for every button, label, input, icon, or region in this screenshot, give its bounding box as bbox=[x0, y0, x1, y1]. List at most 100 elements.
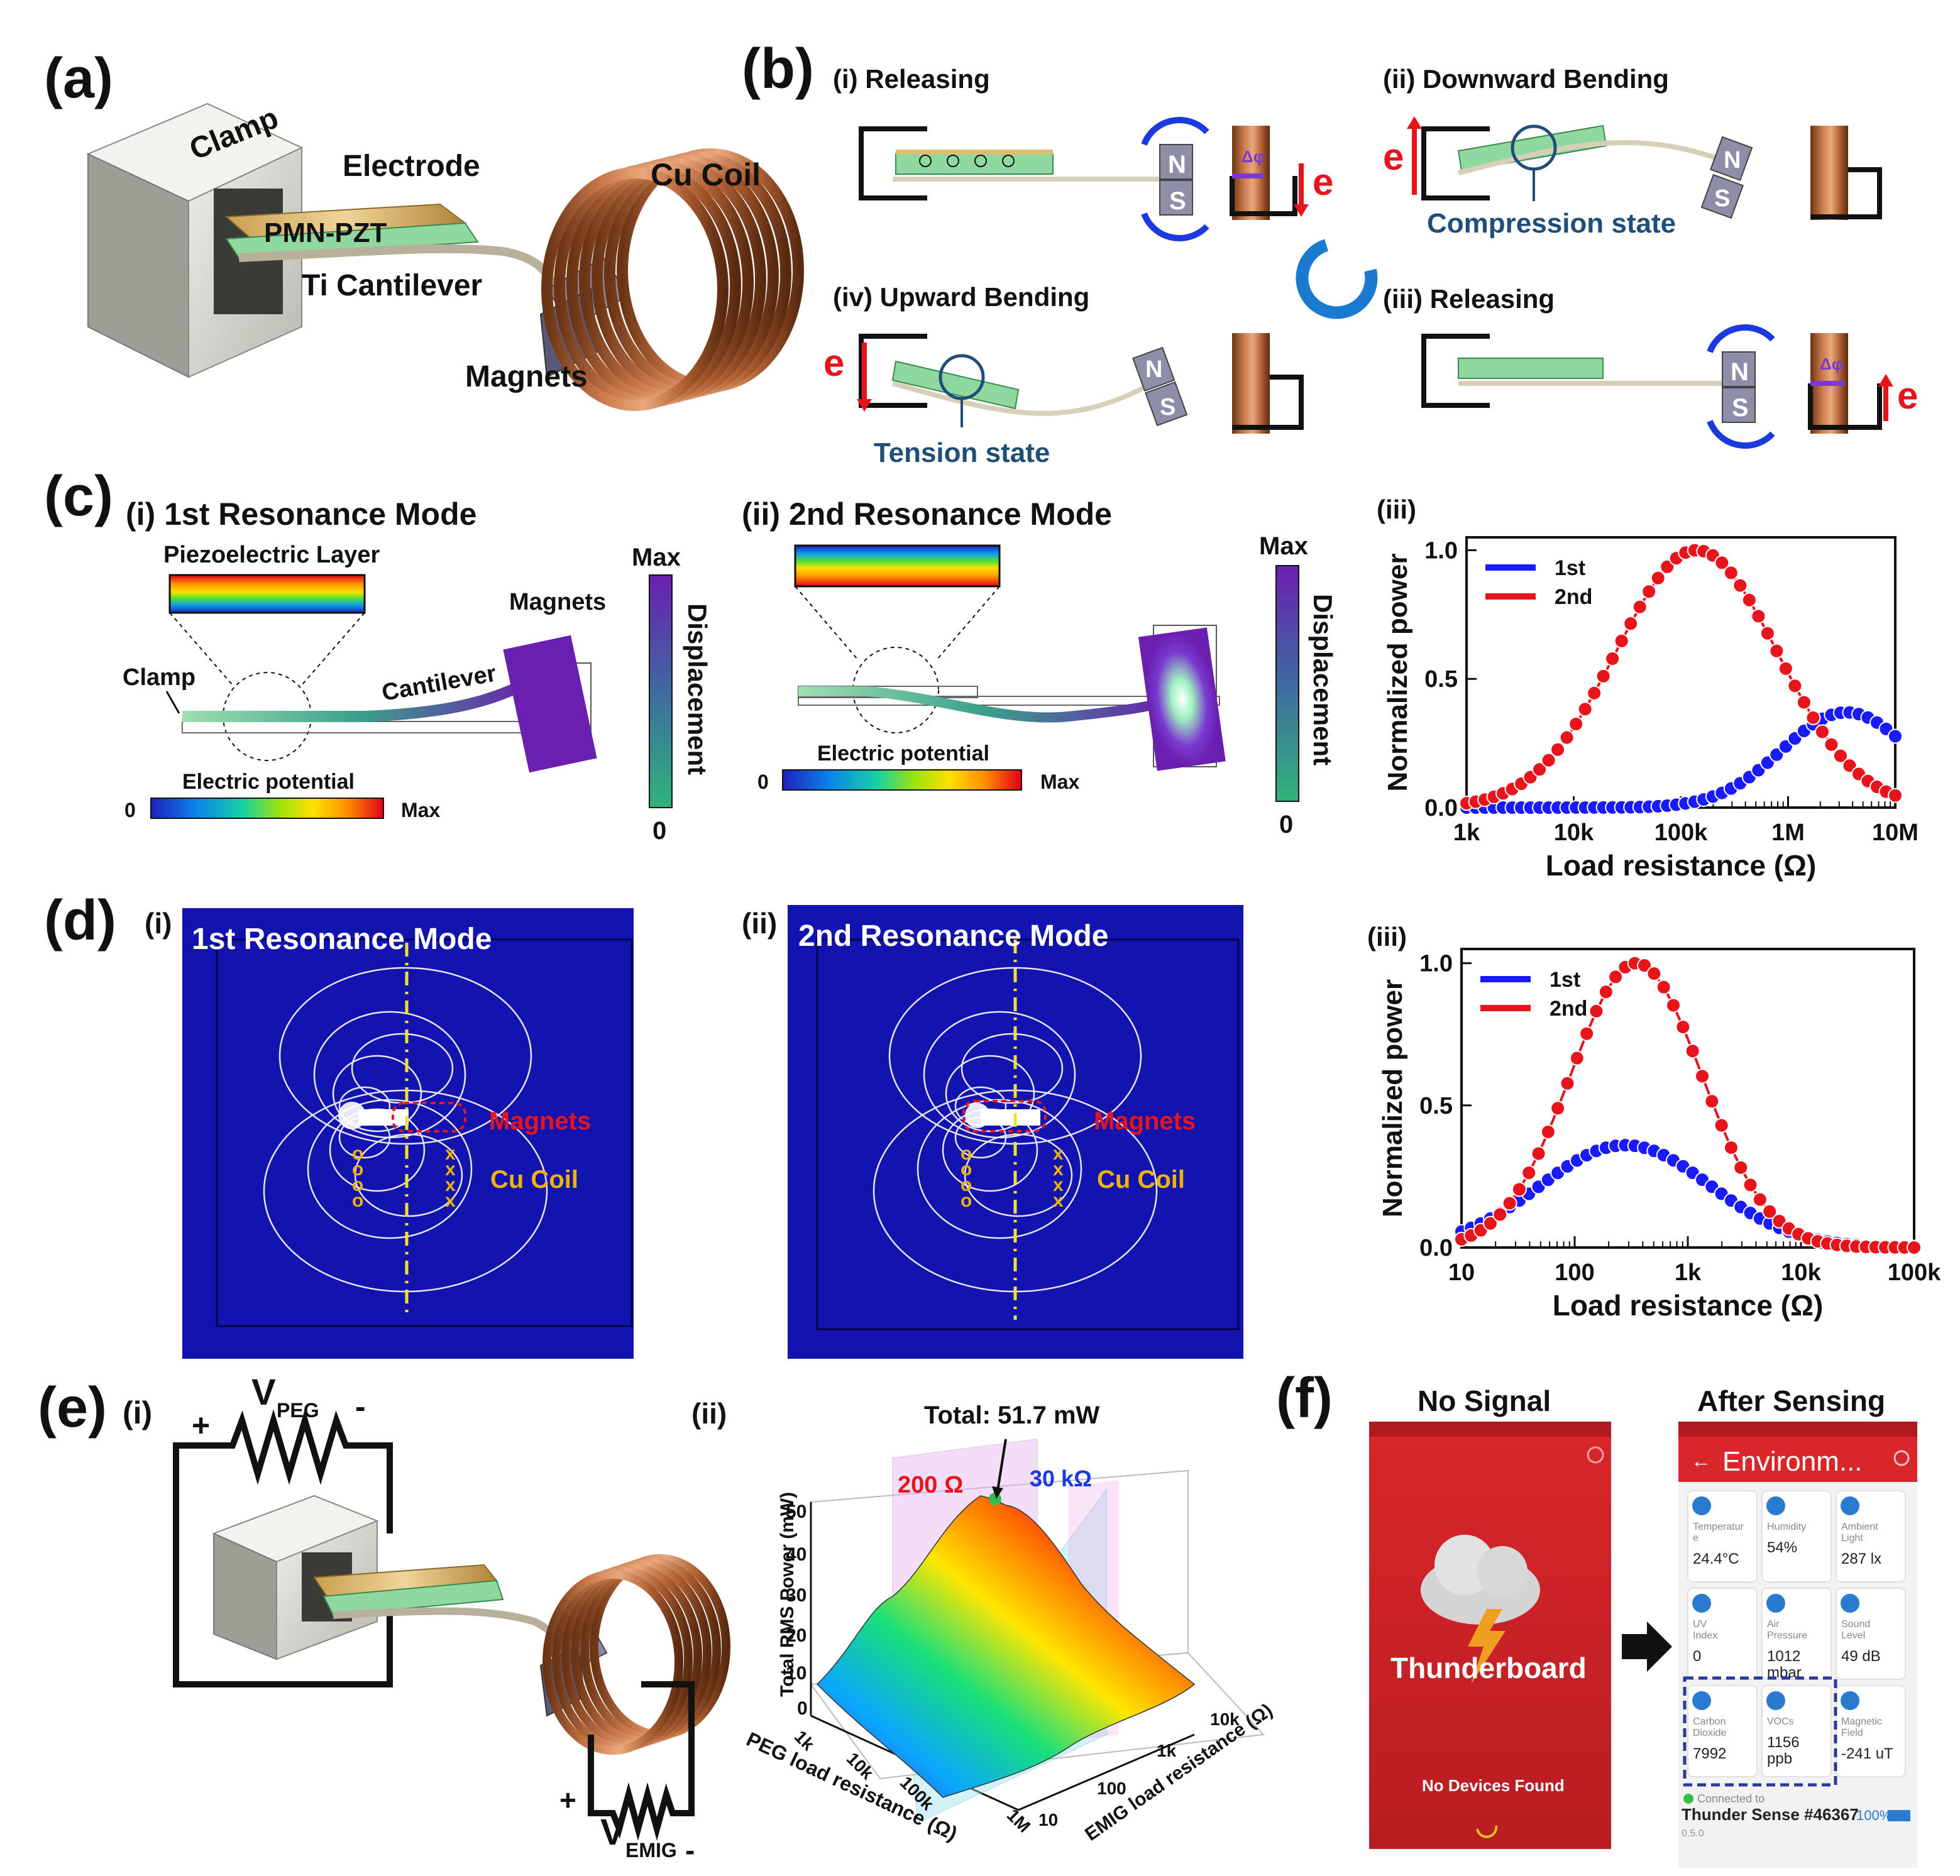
b-i-e: e bbox=[1313, 161, 1333, 203]
data-point-2nd bbox=[1752, 1192, 1768, 1207]
c-i-title: (i) 1st Resonance Mode bbox=[126, 496, 476, 532]
d-i-o2: o bbox=[352, 1159, 363, 1180]
tile-value: 54% bbox=[1767, 1539, 1797, 1556]
panel-b-letter: (b) bbox=[742, 38, 814, 101]
x-tick-label: 10 bbox=[1448, 1259, 1475, 1286]
tile-name: Sound bbox=[1841, 1619, 1870, 1630]
tile-value: 1012 bbox=[1767, 1648, 1800, 1665]
legend-label-1st: 1st bbox=[1555, 556, 1585, 580]
pmnpzt-layer bbox=[225, 222, 479, 259]
d-ii-magnets-label: Magnets bbox=[1094, 1107, 1196, 1135]
panel-f: (f) No Signal After Sensing Thunderboard… bbox=[1276, 1367, 1917, 1868]
settings-gear-icon-2[interactable] bbox=[1893, 1450, 1910, 1466]
tile-name: e bbox=[1693, 1533, 1698, 1544]
settings-gear-icon[interactable] bbox=[1587, 1446, 1604, 1464]
e-ztick-1: 10 bbox=[786, 1663, 807, 1684]
data-point-2nd bbox=[1646, 966, 1662, 982]
data-point-2nd bbox=[1541, 752, 1556, 768]
e-vemig: V bbox=[600, 1812, 625, 1853]
x-tick-label: 10M bbox=[1872, 820, 1919, 846]
data-point-2nd bbox=[1787, 678, 1803, 694]
d-ii-o3: o bbox=[961, 1175, 972, 1195]
c-ii-epot-max: Max bbox=[1040, 771, 1079, 793]
x-tick-label: 10k bbox=[1781, 1259, 1821, 1286]
e-ii-tag: (ii) bbox=[691, 1397, 727, 1430]
c-ii-piezo-map bbox=[794, 544, 1001, 588]
b-i-title: (i) Releasing bbox=[833, 64, 990, 94]
y-axis-label: Normalized power bbox=[1377, 979, 1408, 1217]
panel-e: (e) (i) + - V PEG + - V EMIG (ii bbox=[38, 1372, 1276, 1867]
d-i-field-map: 1st Resonance Mode Magnets Cu Coil o o o… bbox=[182, 908, 634, 1359]
b-iii-n: N bbox=[1731, 358, 1749, 386]
data-point-2nd bbox=[1632, 599, 1648, 615]
data-point-2nd bbox=[1568, 716, 1584, 732]
b-iv-title: (iv) Upward Bending bbox=[833, 282, 1089, 312]
y-tick-label: 0.0 bbox=[1419, 1235, 1453, 1261]
b-i-dphi: Δφ bbox=[1242, 147, 1265, 166]
b-i-n: N bbox=[1168, 151, 1186, 178]
plot-frame bbox=[1460, 948, 1915, 1249]
f-connected: Connected to bbox=[1697, 1792, 1765, 1805]
d-i-o4: o bbox=[352, 1190, 363, 1211]
b-ii-s: S bbox=[1714, 185, 1730, 212]
e-vpeg-sub: PEG bbox=[277, 1399, 319, 1422]
c-i-epot-max: Max bbox=[401, 799, 440, 821]
data-point-2nd bbox=[1714, 1117, 1729, 1133]
tile-name: Level bbox=[1841, 1630, 1865, 1641]
data-point-2nd bbox=[1732, 578, 1748, 593]
y-tick-label: 1.0 bbox=[1424, 537, 1458, 564]
data-point-2nd bbox=[1482, 1215, 1498, 1231]
data-point-2nd bbox=[1608, 969, 1624, 985]
c-i-epot-zero: 0 bbox=[124, 799, 136, 821]
data-point-2nd bbox=[1741, 592, 1757, 608]
clamp-block bbox=[86, 102, 304, 378]
e-ytick-3: 10k bbox=[1210, 1709, 1240, 1729]
tile-value: 24.4°C bbox=[1693, 1550, 1739, 1567]
b-iii-title: (iii) Releasing bbox=[1383, 284, 1555, 314]
data-point-2nd bbox=[1532, 762, 1548, 777]
c-ii-disp-zero: 0 bbox=[1279, 811, 1293, 838]
e-emig-minus: - bbox=[685, 1834, 695, 1867]
x-tick-label: 100k bbox=[1888, 1259, 1941, 1286]
e-xtick-3: 1M bbox=[1003, 1805, 1034, 1836]
tile-name: Temperatur bbox=[1693, 1522, 1744, 1532]
data-point-2nd bbox=[1540, 1124, 1556, 1140]
c-i-disp-max: Max bbox=[632, 544, 681, 571]
magnets-label: Magnets bbox=[465, 360, 588, 393]
data-point-2nd bbox=[1685, 1043, 1700, 1059]
sensor-icon bbox=[1692, 1594, 1711, 1613]
cantilever-label: Ti Cantilever bbox=[302, 269, 482, 302]
tile-name: Ambient bbox=[1841, 1522, 1878, 1532]
back-arrow-icon[interactable]: ← bbox=[1691, 1449, 1711, 1472]
d-i-coil-label: Cu Coil bbox=[490, 1166, 578, 1193]
b-iii-dphi: Δφ bbox=[1820, 354, 1843, 373]
tile-value: 49 dB bbox=[1841, 1648, 1881, 1665]
electrode-label: Electrode bbox=[343, 150, 480, 183]
data-point-2nd bbox=[1769, 643, 1785, 659]
c-ii-epot-colorbar bbox=[782, 769, 1022, 791]
data-point-2nd bbox=[1759, 625, 1775, 641]
piezo-layer-map bbox=[168, 574, 366, 614]
data-point-2nd bbox=[1814, 724, 1830, 740]
d-ii-coil-label: Cu Coil bbox=[1097, 1166, 1185, 1193]
tile-value: 0 bbox=[1693, 1648, 1701, 1665]
e-vemig-sub: EMIG bbox=[625, 1839, 677, 1862]
d-i-title: 1st Resonance Mode bbox=[192, 923, 492, 956]
e-cu-coil bbox=[542, 1554, 730, 1755]
e-ztick-5: 50 bbox=[786, 1501, 807, 1522]
panel-e-letter: (e) bbox=[38, 1376, 107, 1439]
x-tick-label: 10k bbox=[1554, 820, 1594, 846]
data-point-2nd bbox=[1832, 748, 1848, 764]
battery-icon bbox=[1888, 1810, 1910, 1821]
tile-name: Air bbox=[1767, 1619, 1780, 1630]
